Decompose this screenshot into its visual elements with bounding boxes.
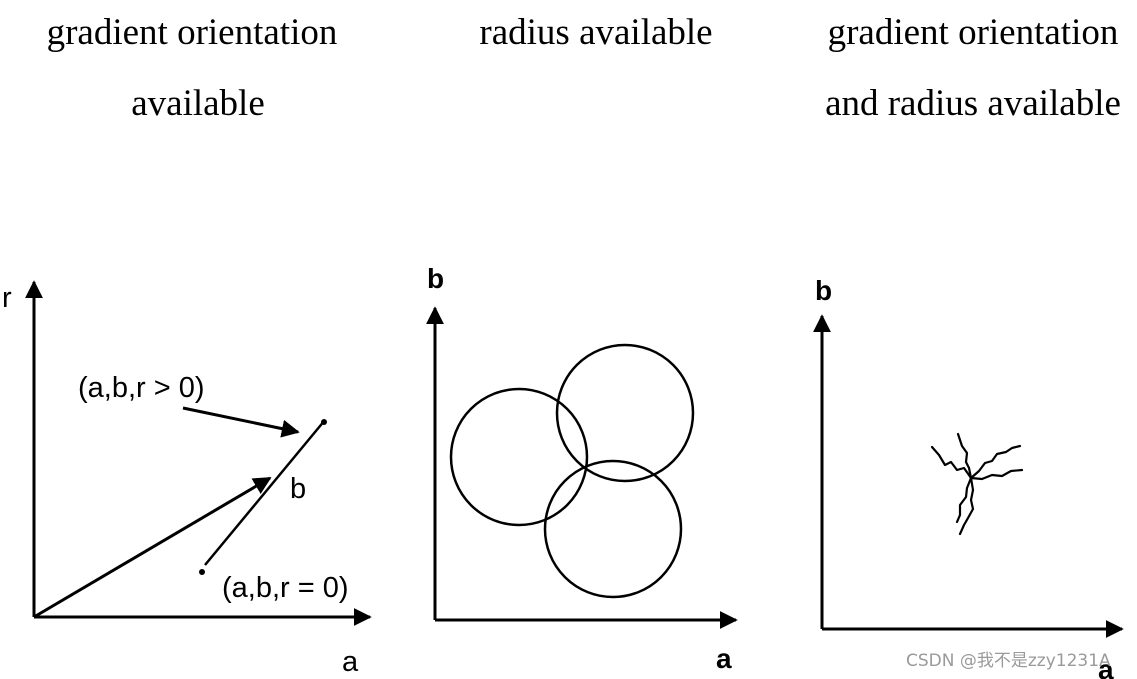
curve-right [969, 468, 1024, 481]
title-middle: radius available [479, 12, 712, 53]
point-r-zero [199, 569, 205, 575]
left-axis-r-label: r [2, 282, 12, 314]
curve-upper-right [969, 444, 1022, 480]
label-r-zero: (a,b,r = 0) [222, 572, 349, 604]
pointer-arrow [182, 406, 300, 438]
gradient-vector-arrow [33, 476, 272, 619]
panel-middle: b a [426, 263, 738, 674]
curve-upper [956, 432, 973, 480]
title-left-line2: available [131, 83, 265, 124]
title-right-line2: and radius available [825, 83, 1121, 124]
circle-top-right [555, 343, 695, 483]
label-r-positive: (a,b,r > 0) [78, 372, 205, 404]
accumulated-point-curves [930, 432, 1024, 536]
gradient-line [204, 419, 326, 566]
curve-lower-left [955, 476, 973, 524]
title-right-line1: gradient orientation [828, 12, 1119, 53]
circle-bottom [543, 459, 683, 599]
middle-axis-a-label: a [716, 643, 732, 674]
middle-axis-b-label: b [427, 263, 444, 294]
left-axis-a-label: a [342, 646, 359, 678]
point-r-positive [321, 419, 327, 425]
curve-lower [958, 476, 975, 536]
right-axis-b-label: b [815, 275, 832, 306]
panel-right: b a [813, 275, 1124, 679]
circle-left [449, 387, 589, 527]
panel-left: r a (a,b,r > 0) b (a,b,r = 0) [2, 280, 372, 678]
watermark: CSDN @我不是zzy1231A [906, 651, 1111, 671]
title-left-line1: gradient orientation [47, 12, 338, 53]
curve-upper-left [930, 445, 973, 480]
label-b: b [290, 473, 306, 505]
right-axis-a-label: a [1098, 654, 1114, 679]
